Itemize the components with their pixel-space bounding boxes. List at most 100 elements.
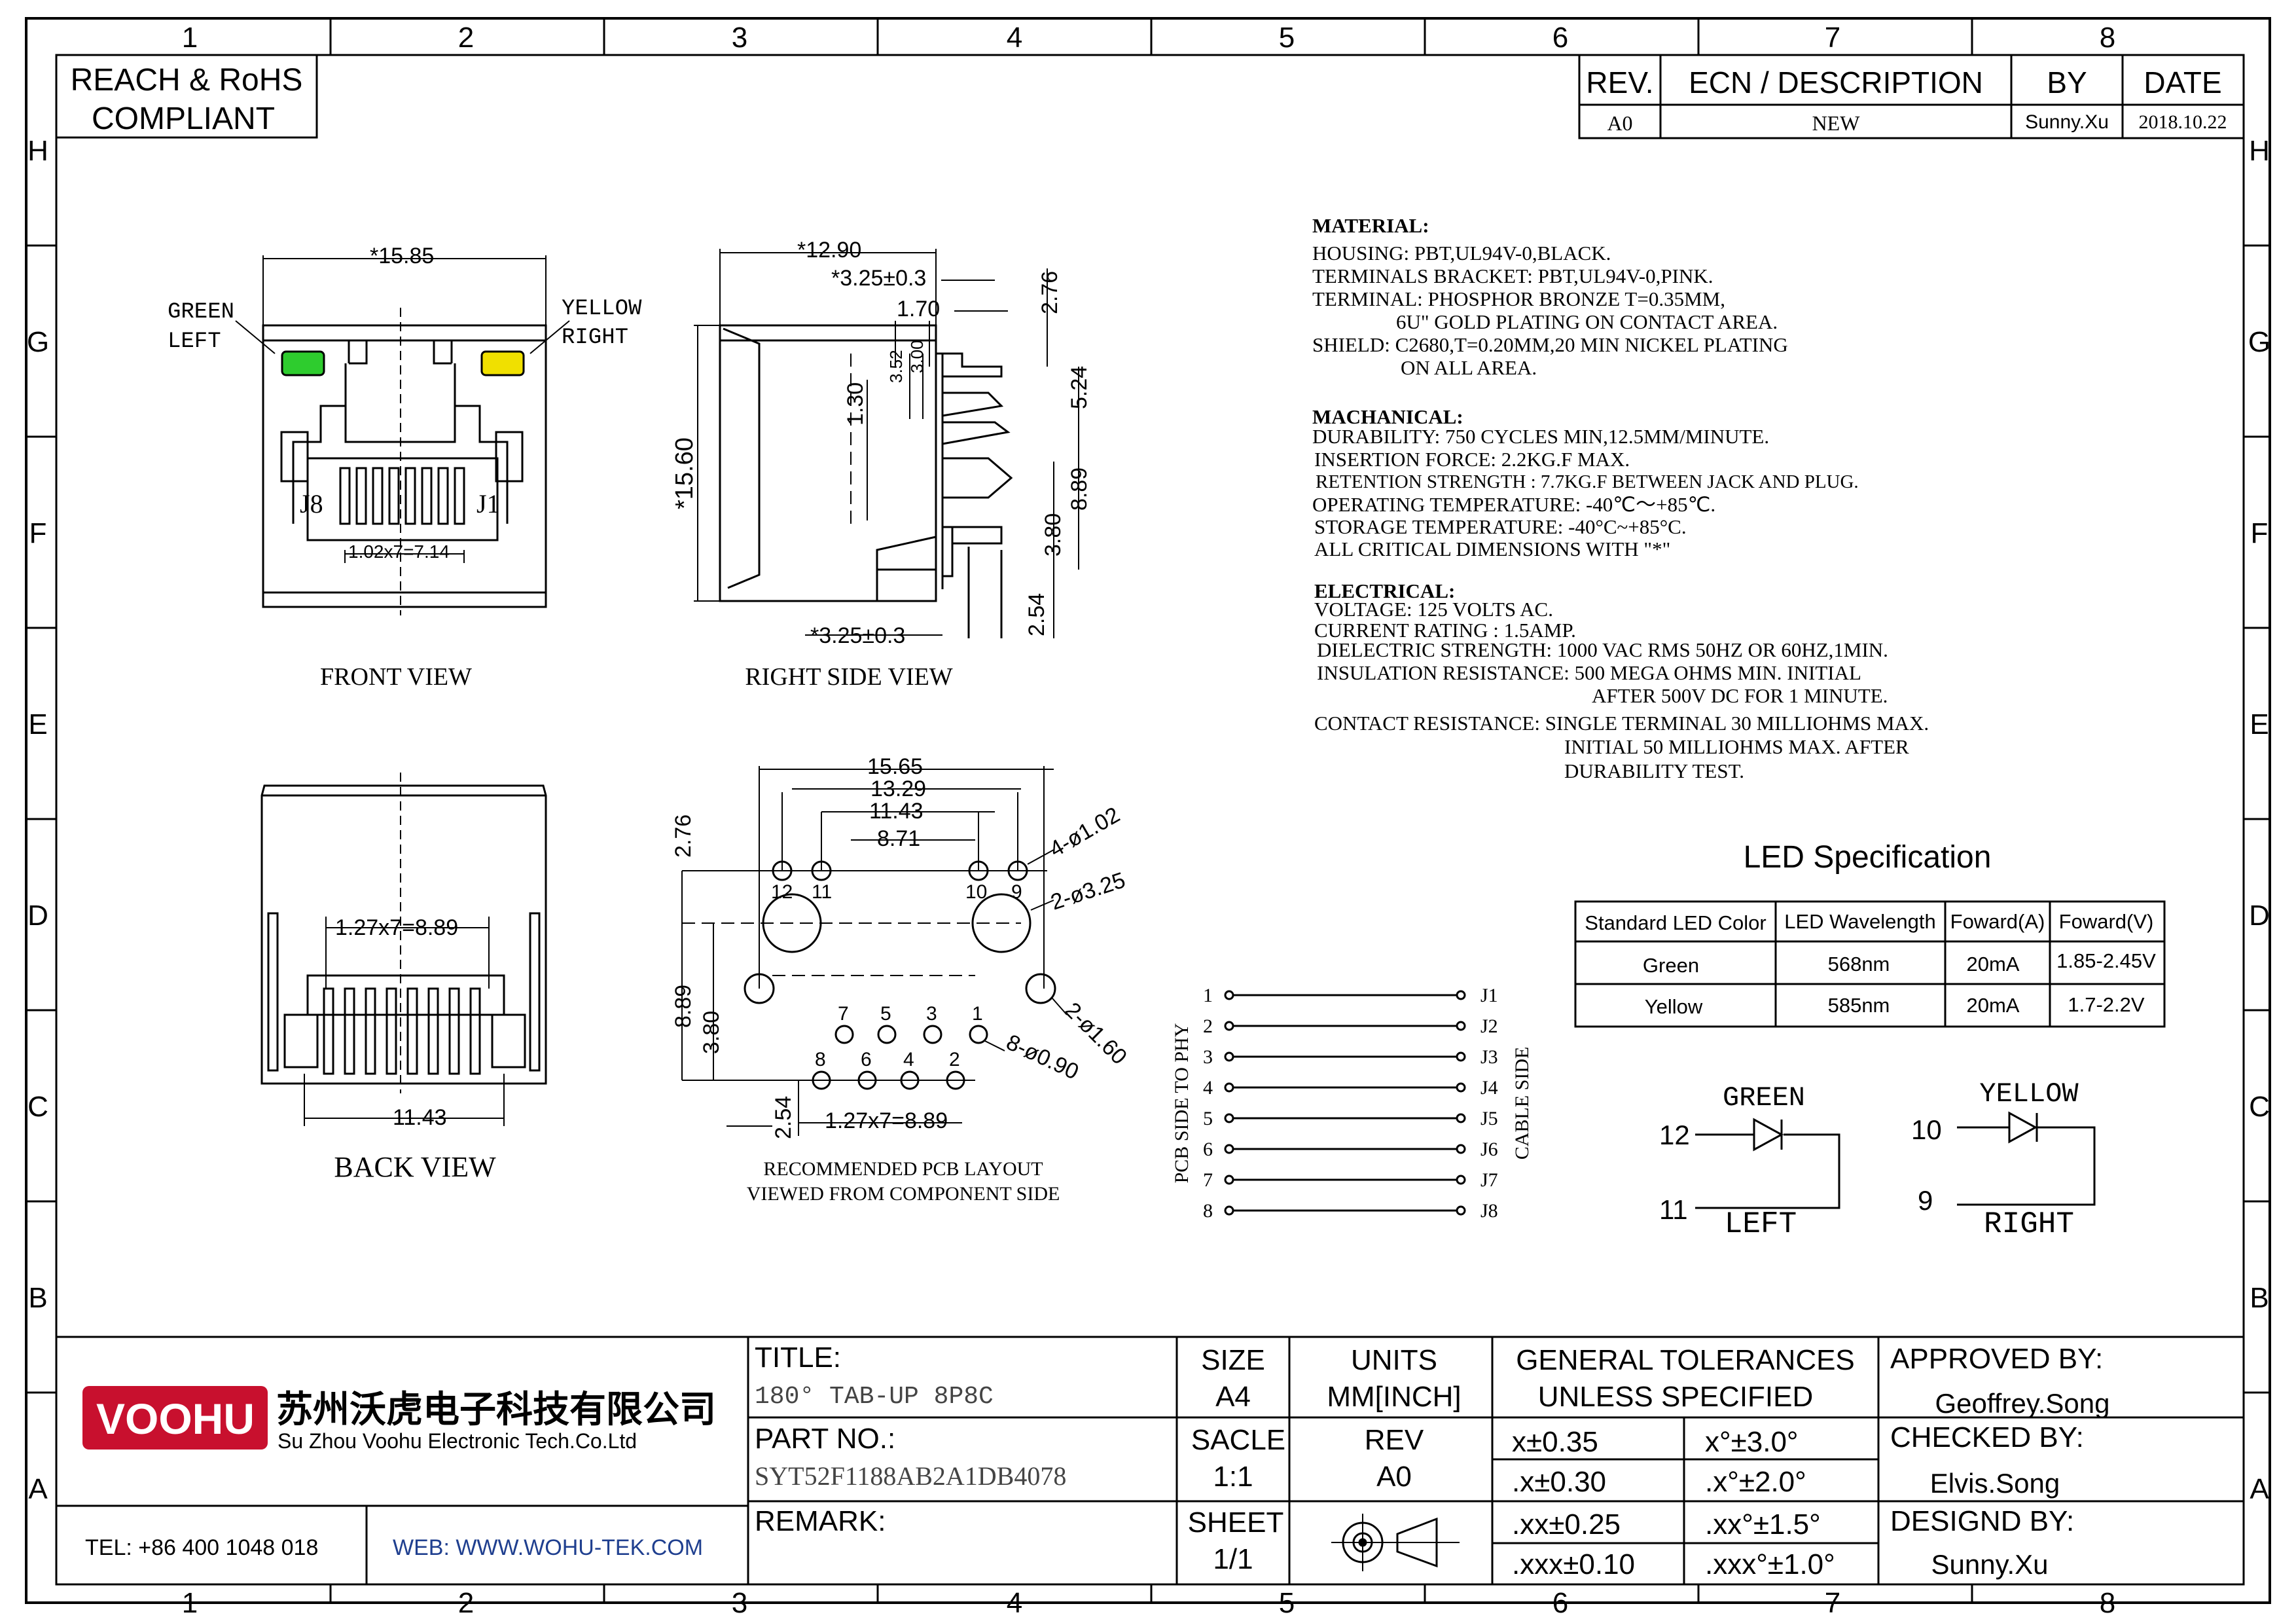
pcb-pin-6: 6 (861, 1049, 872, 1070)
led-row-yellow-forward-a: 20mA (1967, 994, 2020, 1017)
material-line-5: SHIELD: C2680,T=0.20MM,20 MIN NICKEL PLA… (1312, 333, 1788, 356)
title-label: TITLE: (755, 1341, 841, 1374)
zone-row-h-right: H (2249, 135, 2270, 167)
zone-row-e: E (28, 708, 47, 740)
pcb-pin-7: 7 (838, 1003, 849, 1025)
tolerance-angular-2: .x°±2.0° (1705, 1466, 1806, 1498)
electrical-line-4: INSULATION RESISTANCE: 500 MEGA OHMS MIN… (1317, 661, 1861, 684)
pcb-pin-5: 5 (880, 1003, 891, 1025)
wiring-pin-j7: J7 (1480, 1169, 1498, 1191)
side-dim-325-bottom: *3.25±0.3 (810, 623, 905, 648)
schematic-yellow-side: RIGHT (1984, 1207, 2074, 1241)
mechanical-line-5: STORAGE TEMPERATURE: -40°C~+85°C. (1314, 515, 1687, 538)
checked-value: Elvis.Song (1930, 1468, 2060, 1499)
back-dim-1143: 11.43 (393, 1105, 447, 1130)
electrical-line-2: CURRENT RATING : 1.5AMP. (1314, 619, 1576, 642)
pcb-dim-889: 8.89 (671, 985, 696, 1028)
side-dim-325-top: *3.25±0.3 (831, 266, 926, 291)
material-line-1: HOUSING: PBT,UL94V-0,BLACK. (1312, 242, 1611, 264)
border-zone-markers (26, 18, 2270, 1603)
side-dim-276: 2.76 (1037, 271, 1062, 314)
side-dim-height: *15.60 (671, 437, 698, 509)
scale-value: 1:1 (1213, 1461, 1253, 1493)
designed-value: Sunny.Xu (1931, 1549, 2048, 1580)
zone-row-a-right: A (2250, 1473, 2269, 1505)
back-dim-pitch: 1.27x7=8.89 (335, 915, 458, 940)
contact-web: WEB: WWW.WOHU-TEK.COM (393, 1535, 703, 1560)
schematic-green-title: GREEN (1723, 1082, 1805, 1114)
front-led-green (281, 350, 325, 376)
material-title: MATERIAL: (1312, 214, 1429, 237)
front-view (235, 255, 570, 615)
pcb-dim-276: 2.76 (671, 814, 696, 858)
zone-col-3: 3 (732, 22, 747, 54)
outer-frame (25, 17, 2271, 1604)
schematic-yellow-pin-b: 9 (1918, 1185, 1933, 1216)
pcb-pin-2: 2 (949, 1049, 960, 1070)
led-header-color: Standard LED Color (1585, 911, 1766, 934)
date-header: DATE (2144, 65, 2221, 100)
front-led-yellow (480, 350, 525, 376)
side-dim-889: 8.89 (1067, 467, 1092, 511)
pcb-pin-9: 9 (1011, 881, 1022, 903)
wiring-right-label: CABLE SIDE (1511, 1047, 1533, 1160)
schematic-green-side: LEFT (1725, 1207, 1797, 1241)
wiring-pin-j6: J6 (1480, 1139, 1498, 1160)
zone-col-7-bottom: 7 (1825, 1587, 1840, 1619)
sheet-label: SHEET (1188, 1506, 1284, 1539)
zone-col-2: 2 (458, 22, 474, 54)
zone-row-e-right: E (2250, 708, 2269, 740)
sheet-value: 1/1 (1213, 1543, 1253, 1575)
mechanical-line-2: INSERTION FORCE: 2.2KG.F MAX. (1314, 448, 1630, 471)
zone-col-8: 8 (2100, 22, 2115, 54)
wiring-pin-j3: J3 (1480, 1046, 1498, 1068)
compliance-line-1: REACH & RoHS (71, 63, 303, 98)
zone-col-6-bottom: 6 (1552, 1587, 1568, 1619)
date-value: 2018.10.22 (2139, 111, 2227, 133)
side-dim-170: 1.70 (897, 297, 940, 321)
compliance-box: REACH & RoHS COMPLIANT (55, 54, 318, 139)
zone-col-7: 7 (1825, 22, 1840, 54)
electrical-title: ELECTRICAL: (1314, 579, 1455, 602)
zone-col-3-bottom: 3 (732, 1587, 747, 1619)
side-view-caption: RIGHT SIDE VIEW (745, 663, 952, 691)
wiring-pin-j4: J4 (1480, 1077, 1498, 1099)
zone-col-8-bottom: 8 (2100, 1587, 2115, 1619)
pcb-pin-3: 3 (926, 1003, 937, 1025)
side-dim-254: 2.54 (1024, 593, 1049, 636)
rev-value: A0 (1607, 111, 1632, 135)
spec-notes: MATERIAL: HOUSING: PBT,UL94V-0,BLACK. TE… (1312, 214, 1929, 782)
title-block (56, 1336, 2244, 1584)
front-green-label-2: LEFT (168, 329, 221, 354)
front-yellow-label-2: RIGHT (562, 325, 628, 350)
company-name-cn: 苏州沃虎电子科技有限公司 (276, 1389, 716, 1430)
material-line-2: TERMINALS BRACKET: PBT,UL94V-0,PINK. (1312, 264, 1713, 287)
wiring-lines (1224, 990, 1466, 1216)
zone-col-4-bottom: 4 (1007, 1587, 1022, 1619)
led-row-yellow-color: Yellow (1645, 995, 1703, 1018)
wiring-pin-5: 5 (1203, 1108, 1213, 1129)
zone-row-f-right: F (2251, 517, 2269, 549)
zone-row-g-right: G (2248, 326, 2270, 358)
side-view (694, 249, 1079, 638)
side-dim-depth: *12.90 (797, 238, 861, 263)
zone-col-5: 5 (1279, 22, 1295, 54)
led-header-forward-v: Foward(V) (2059, 910, 2154, 933)
front-pin-j1: J1 (476, 489, 500, 519)
back-view (260, 773, 547, 1126)
compliance-line-2: COMPLIANT (92, 101, 275, 136)
tolerance-angular-4: .xxx°±1.0° (1705, 1548, 1835, 1580)
zone-col-5-bottom: 5 (1279, 1587, 1295, 1619)
wiring-pin-4: 4 (1203, 1077, 1213, 1099)
led-row-yellow-forward-v: 1.7-2.2V (2068, 993, 2145, 1016)
zone-row-d-right: D (2249, 900, 2270, 932)
pcb-dim-871: 8.71 (877, 826, 920, 851)
led-row-yellow-wavelength: 585nm (1828, 994, 1890, 1017)
pcb-dim-254: 2.54 (771, 1096, 796, 1139)
mechanical-title: MACHANICAL: (1312, 405, 1463, 428)
wiring-pin-8: 8 (1203, 1200, 1213, 1222)
wiring-pin-2: 2 (1203, 1015, 1213, 1037)
zone-row-b-right: B (2250, 1282, 2269, 1314)
wiring-pin-j8: J8 (1480, 1200, 1498, 1222)
